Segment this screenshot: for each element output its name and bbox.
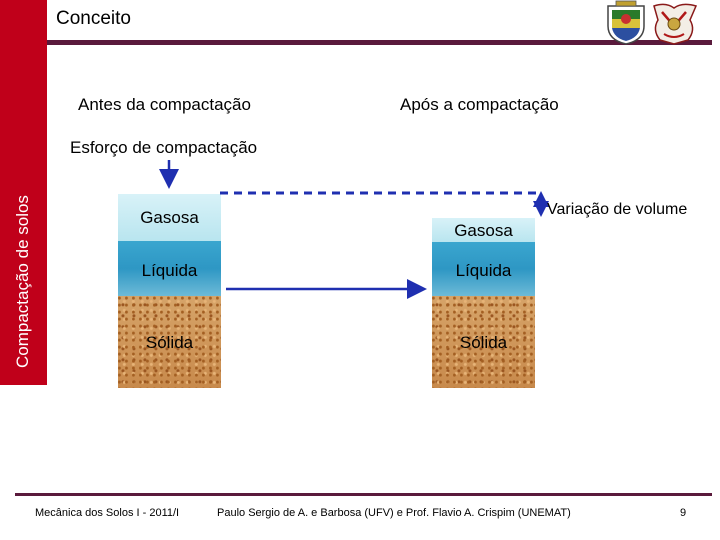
page-number: 9 [680,507,686,519]
footer-rule [15,493,712,496]
footer-authors: Paulo Sergio de A. e Barbosa (UFV) e Pro… [217,507,571,519]
footer-course: Mecânica dos Solos I - 2011/I [35,507,179,519]
volume-change-label: Variação de volume [547,201,687,219]
